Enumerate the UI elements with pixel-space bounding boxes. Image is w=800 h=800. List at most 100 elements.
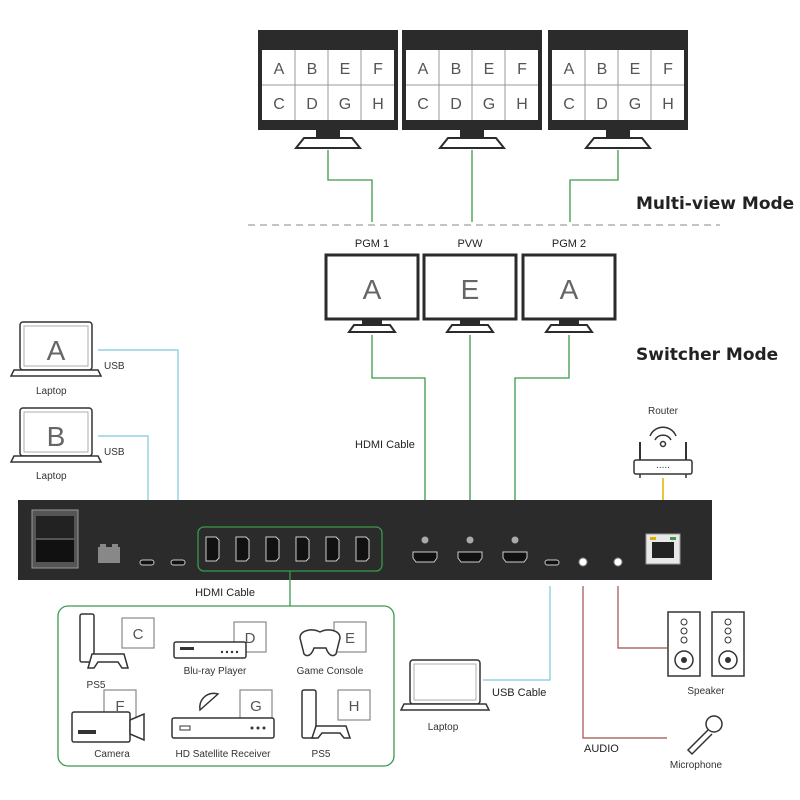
hdmi-output-port-3[interactable]: [502, 551, 528, 563]
grid-cell: A: [418, 61, 429, 78]
hdmi-output-cable-label: HDMI Cable: [355, 439, 415, 451]
source-bluray-d-caption: Blu-ray Player: [184, 666, 247, 677]
power-switch[interactable]: [31, 509, 79, 569]
grid-cell: E: [484, 61, 495, 78]
grid-cell: F: [517, 61, 527, 78]
router-leds: .....: [656, 460, 670, 471]
output-label-pvw: PVW: [457, 238, 483, 250]
grid-cell: D: [450, 96, 462, 113]
grid-cell: H: [372, 96, 384, 113]
source-ps5-c: C: [79, 613, 155, 669]
usb-c-port-2[interactable]: [170, 559, 186, 566]
peripheral-laptop: [399, 659, 491, 711]
grid-cell: A: [564, 61, 575, 78]
output-monitor-pvw: E: [422, 253, 518, 333]
laptop-b-caption: Laptop: [36, 471, 67, 482]
grid-cell: G: [339, 96, 351, 113]
source-tag: D: [245, 630, 256, 647]
hdmi-input-port-6[interactable]: [355, 536, 370, 562]
dc-power-port[interactable]: [98, 544, 120, 563]
grid-cell: E: [340, 61, 351, 78]
audio-cable-label: AUDIO: [584, 743, 619, 755]
output-monitor-pgm2: A: [521, 253, 617, 333]
sources-group: [57, 605, 395, 767]
laptop-a-usb-label: USB: [104, 361, 125, 372]
source-ps5-c-caption: PS5: [87, 680, 106, 691]
hdmi-input-port-2[interactable]: [235, 536, 250, 562]
hdmi-input-cable-label: HDMI Cable: [195, 587, 255, 599]
hdmi-input-port-4[interactable]: [295, 536, 310, 562]
multiview-monitor-3: A B E F C D G H: [548, 30, 688, 149]
output-letter: A: [560, 274, 579, 305]
source-console-e-caption: Game Console: [297, 666, 364, 677]
grid-cell: B: [307, 61, 318, 78]
hdmi-output-port-2[interactable]: [457, 551, 483, 563]
grid-cell: C: [417, 96, 429, 113]
hdmi-output-led-2: [466, 536, 474, 544]
hdmi-output-port-1[interactable]: [412, 551, 438, 563]
output-label-pgm1: PGM 1: [355, 238, 389, 250]
source-bluray-d: D: [173, 621, 267, 659]
source-tag: G: [250, 698, 262, 715]
grid-cell: F: [663, 61, 673, 78]
source-ps5-h: H: [301, 689, 371, 739]
multiview-monitor-2: A B E F C D G H: [402, 30, 542, 149]
source-console-e: E: [299, 621, 367, 657]
output-letter: E: [461, 274, 480, 305]
laptop-letter: B: [47, 421, 66, 452]
hdmi-input-port-1[interactable]: [205, 536, 220, 562]
source-camera-f-caption: Camera: [94, 749, 130, 760]
laptop-a: A: [10, 321, 102, 377]
grid-cell: G: [483, 96, 495, 113]
output-monitor-pgm1: A: [324, 253, 420, 333]
source-camera-f: F: [71, 689, 145, 743]
speaker-caption: Speaker: [687, 686, 725, 697]
ethernet-port[interactable]: [645, 533, 681, 565]
output-letter: A: [363, 274, 382, 305]
usb-cable-label: USB Cable: [492, 687, 546, 699]
grid-cell: C: [273, 96, 285, 113]
grid-cell: B: [597, 61, 608, 78]
router-label: Router: [648, 406, 679, 417]
usb-c-port-3[interactable]: [544, 559, 560, 566]
grid-cell: H: [516, 96, 528, 113]
peripheral-laptop-caption: Laptop: [428, 722, 459, 733]
usb-cable: [483, 586, 551, 681]
audio-jack-2[interactable]: [613, 557, 623, 567]
source-satellite-g-caption: HD Satellite Receiver: [175, 749, 271, 760]
source-tag: C: [133, 626, 144, 643]
grid-cell: C: [563, 96, 575, 113]
grid-cell: D: [596, 96, 608, 113]
source-tag: F: [115, 698, 124, 715]
grid-cell: A: [274, 61, 285, 78]
switcher-mode-title: Switcher Mode: [636, 345, 778, 365]
hdmi-input-port-3[interactable]: [265, 536, 280, 562]
laptop-b-usb-label: USB: [104, 447, 125, 458]
multiview-mode-title: Multi-view Mode: [636, 194, 794, 214]
source-ps5-h-caption: PS5: [312, 749, 331, 760]
laptop-b: B: [10, 407, 102, 463]
switcher-device: [18, 500, 712, 580]
grid-cell: G: [629, 96, 641, 113]
grid-cell: E: [630, 61, 641, 78]
router-icon: .....: [633, 426, 693, 478]
multiview-cables: [327, 150, 619, 222]
hdmi-output-led-1: [421, 536, 429, 544]
grid-cell: F: [373, 61, 383, 78]
grid-cell: D: [306, 96, 318, 113]
laptop-a-caption: Laptop: [36, 386, 67, 397]
usb-c-port-1[interactable]: [139, 559, 155, 566]
hdmi-input-port-5[interactable]: [325, 536, 340, 562]
output-label-pgm2: PGM 2: [552, 238, 586, 250]
audio-jack-1[interactable]: [578, 557, 588, 567]
source-satellite-g: G: [171, 689, 275, 739]
laptop-letter: A: [47, 335, 66, 366]
speaker-icon: [667, 611, 745, 677]
source-tag: E: [345, 630, 355, 647]
microphone-caption: Microphone: [670, 760, 723, 771]
hdmi-output-led-3: [511, 536, 519, 544]
microphone-icon: [686, 715, 723, 756]
grid-cell: H: [662, 96, 674, 113]
audio-cables: [582, 586, 667, 739]
